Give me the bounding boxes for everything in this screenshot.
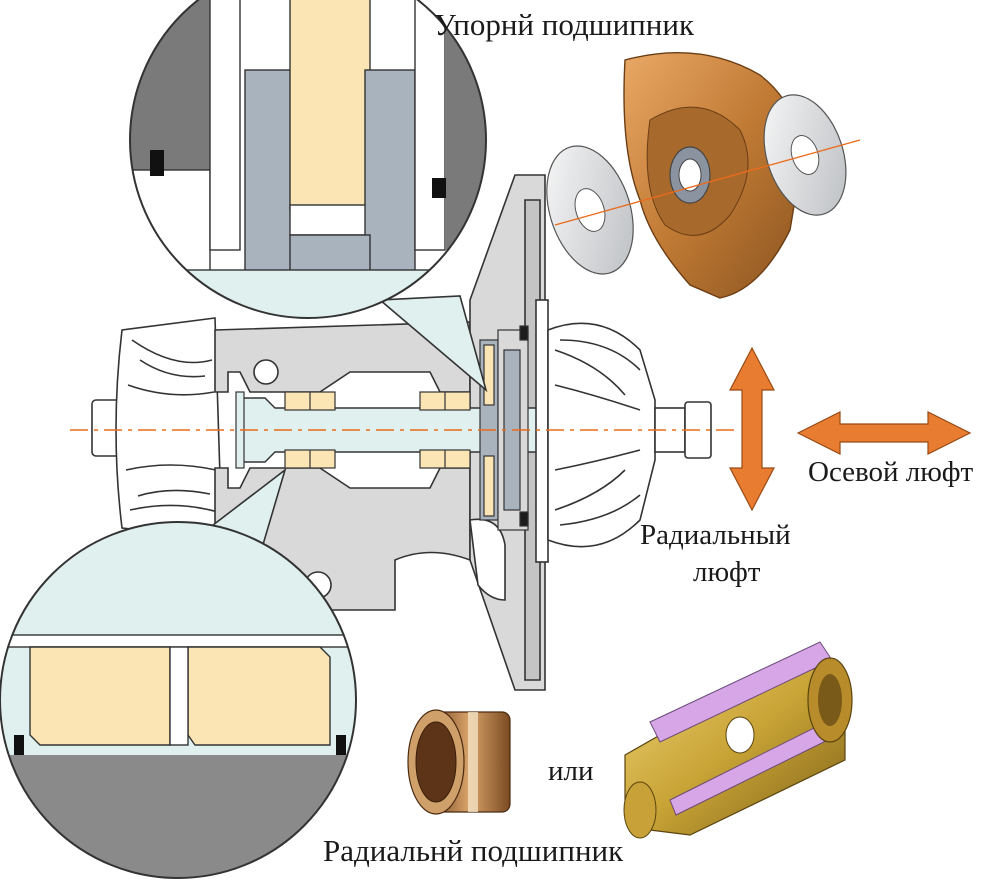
axial-play-label: Осевой люфт [808, 456, 974, 488]
radial-play-label-line2: люфт [693, 556, 761, 588]
radial-play-arrow [729, 346, 775, 512]
floating-bushing-illustration [623, 641, 853, 839]
double-headed-horizontal-arrow-icon [796, 411, 972, 455]
oil-port [253, 359, 279, 385]
thrust-bearing-section [479, 325, 529, 531]
axial-play-arrow [796, 411, 972, 455]
double-headed-vertical-arrow-icon [729, 346, 775, 512]
thrust-axis-line [554, 139, 861, 226]
journal-bearing-label: Радиальнй подшипник [323, 833, 624, 868]
thrust-bearing-label: Упорнй подшипник [434, 7, 695, 42]
journal-bushing-illustration [407, 709, 511, 815]
magnifier-pointer-top [377, 295, 488, 393]
turbine-blades [115, 317, 223, 541]
journal-bearing-sections [284, 391, 471, 469]
radial-play-label-line1: Радиальный [640, 519, 791, 551]
thrust-bearing-illustration [546, 52, 861, 299]
or-label: или [548, 755, 594, 787]
turbine-wheel [91, 317, 223, 541]
magnifier-thrust-detail [129, 0, 487, 319]
